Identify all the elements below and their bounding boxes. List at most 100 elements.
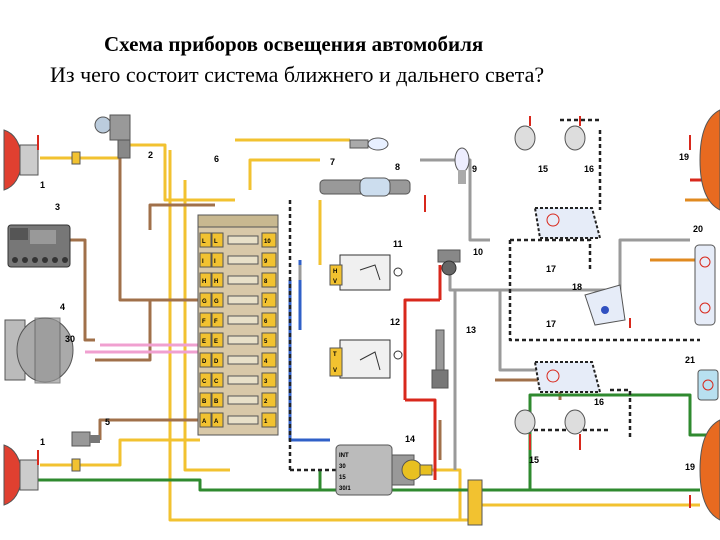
callout-16-top: 16 <box>584 164 594 174</box>
fuse-letter-right-box <box>211 392 224 408</box>
callout-labels: 1 2 3 4 5 1 6 7 8 9 10 11 12 13 14 15 16… <box>40 150 703 472</box>
fuse-letter-left-box <box>199 312 212 328</box>
switch-10 <box>437 249 461 276</box>
fuse-letter-left-box <box>199 232 212 248</box>
fuse-letter-left: E <box>202 339 206 345</box>
relay-12-label-t: T <box>333 352 337 358</box>
ignition-switch-14 <box>335 444 433 496</box>
fuse-letter-left-box <box>199 352 212 368</box>
subtitle: Из чего состоит система ближнего и дальн… <box>50 62 545 87</box>
fuse-row: D D 4 <box>199 352 277 368</box>
fuse <box>227 235 259 245</box>
lamp-15-bottom <box>514 409 536 450</box>
callout-20: 20 <box>693 224 703 234</box>
fuse-letter-left: F <box>202 319 206 325</box>
fuse-letter-right: C <box>214 379 219 385</box>
callout-17-top: 17 <box>546 264 556 274</box>
fuse <box>227 355 259 365</box>
sensor-5 <box>71 431 100 447</box>
fuse-letter-right-box <box>211 252 224 268</box>
lamp-8 <box>319 177 426 212</box>
callout-17-bottom: 17 <box>546 319 556 329</box>
fuse-letter-right-box <box>211 312 224 328</box>
relay-11-label-v: V <box>333 279 337 285</box>
fuse-letter-left: I <box>202 259 204 265</box>
relay-12 <box>329 339 403 379</box>
callout-12: 12 <box>390 317 400 327</box>
sensor-13 <box>431 329 449 389</box>
callout-14: 14 <box>405 434 415 444</box>
fuse-letter-right-box <box>211 232 224 248</box>
fuse <box>227 375 259 385</box>
fuse-letter-right-box <box>211 272 224 288</box>
fuse-letter-right: I <box>214 259 216 265</box>
fuse-number-box <box>261 252 277 268</box>
fuse-letter-right-box <box>211 412 224 428</box>
callout-8: 8 <box>395 162 400 172</box>
fuse-letter-right: D <box>214 359 219 365</box>
callout-2: 2 <box>148 150 153 160</box>
ignition-terminal-30: 30 <box>339 464 346 470</box>
callout-4: 4 <box>60 302 65 312</box>
fuse-letter-right-box <box>211 332 224 348</box>
callout-1-bottom: 1 <box>40 437 45 447</box>
fuse-letter-left-box <box>199 252 212 268</box>
headlight-top-right <box>689 109 720 211</box>
fuse-letter-right: B <box>214 399 219 405</box>
callout-30: 30 <box>65 334 75 344</box>
fuse-number: 7 <box>264 299 268 305</box>
fuse-number: 8 <box>264 279 268 285</box>
fuse-number-box <box>261 412 277 428</box>
fuse-number: 4 <box>264 359 268 365</box>
callout-10: 10 <box>473 247 483 257</box>
fuse-letter-left: A <box>202 419 207 425</box>
callout-15-bottom: 15 <box>529 455 539 465</box>
callout-9: 9 <box>472 164 477 174</box>
fuse-letter-left-box <box>199 332 212 348</box>
fuse-number-box <box>261 232 277 248</box>
sensor-2 <box>94 114 131 159</box>
fuse <box>227 415 259 425</box>
fuse <box>227 295 259 305</box>
lamp-17-bottom <box>533 361 602 393</box>
generator-4 <box>4 317 74 384</box>
fuse <box>227 395 259 405</box>
callout-21: 21 <box>685 355 695 365</box>
fuse-row: G G 7 <box>199 292 277 308</box>
ignition-terminal-int: INT <box>339 453 349 459</box>
fuse-letter-right: G <box>214 299 219 305</box>
fuse-letter-left: B <box>202 399 207 405</box>
fuse-letter-left-box <box>199 272 212 288</box>
lamp-20 <box>694 244 716 326</box>
ignition-terminal-15: 15 <box>339 475 346 481</box>
relay-12-label-v: V <box>333 368 337 374</box>
relay-11-label-h: H <box>333 269 337 275</box>
connectors <box>71 151 483 526</box>
fuse-letter-right: H <box>214 279 218 285</box>
fuse-letter-left: D <box>202 359 207 365</box>
fuse-number-box <box>261 332 277 348</box>
headlight-bottom-right <box>689 419 720 521</box>
fuse-letter-left: C <box>202 379 207 385</box>
fuse-letter-right: L <box>214 239 218 245</box>
fuse-number: 9 <box>264 259 268 265</box>
fuse-letter-right: E <box>214 339 218 345</box>
fuse-number: 6 <box>264 319 268 325</box>
fuse <box>227 315 259 325</box>
callout-15-top: 15 <box>538 164 548 174</box>
bulb-7 <box>349 137 389 151</box>
callout-16-bottom: 16 <box>594 397 604 407</box>
fuse-letter-left: G <box>202 299 207 305</box>
battery-3 <box>7 224 71 268</box>
relay-terminal-labels: H V T V <box>333 269 337 374</box>
lamp-18 <box>584 284 631 328</box>
callout-11: 11 <box>393 239 403 249</box>
fuse <box>227 335 259 345</box>
fuse <box>227 275 259 285</box>
headlight-bottom-left <box>3 444 39 506</box>
title: Схема приборов освещения автомобиля <box>104 32 484 56</box>
